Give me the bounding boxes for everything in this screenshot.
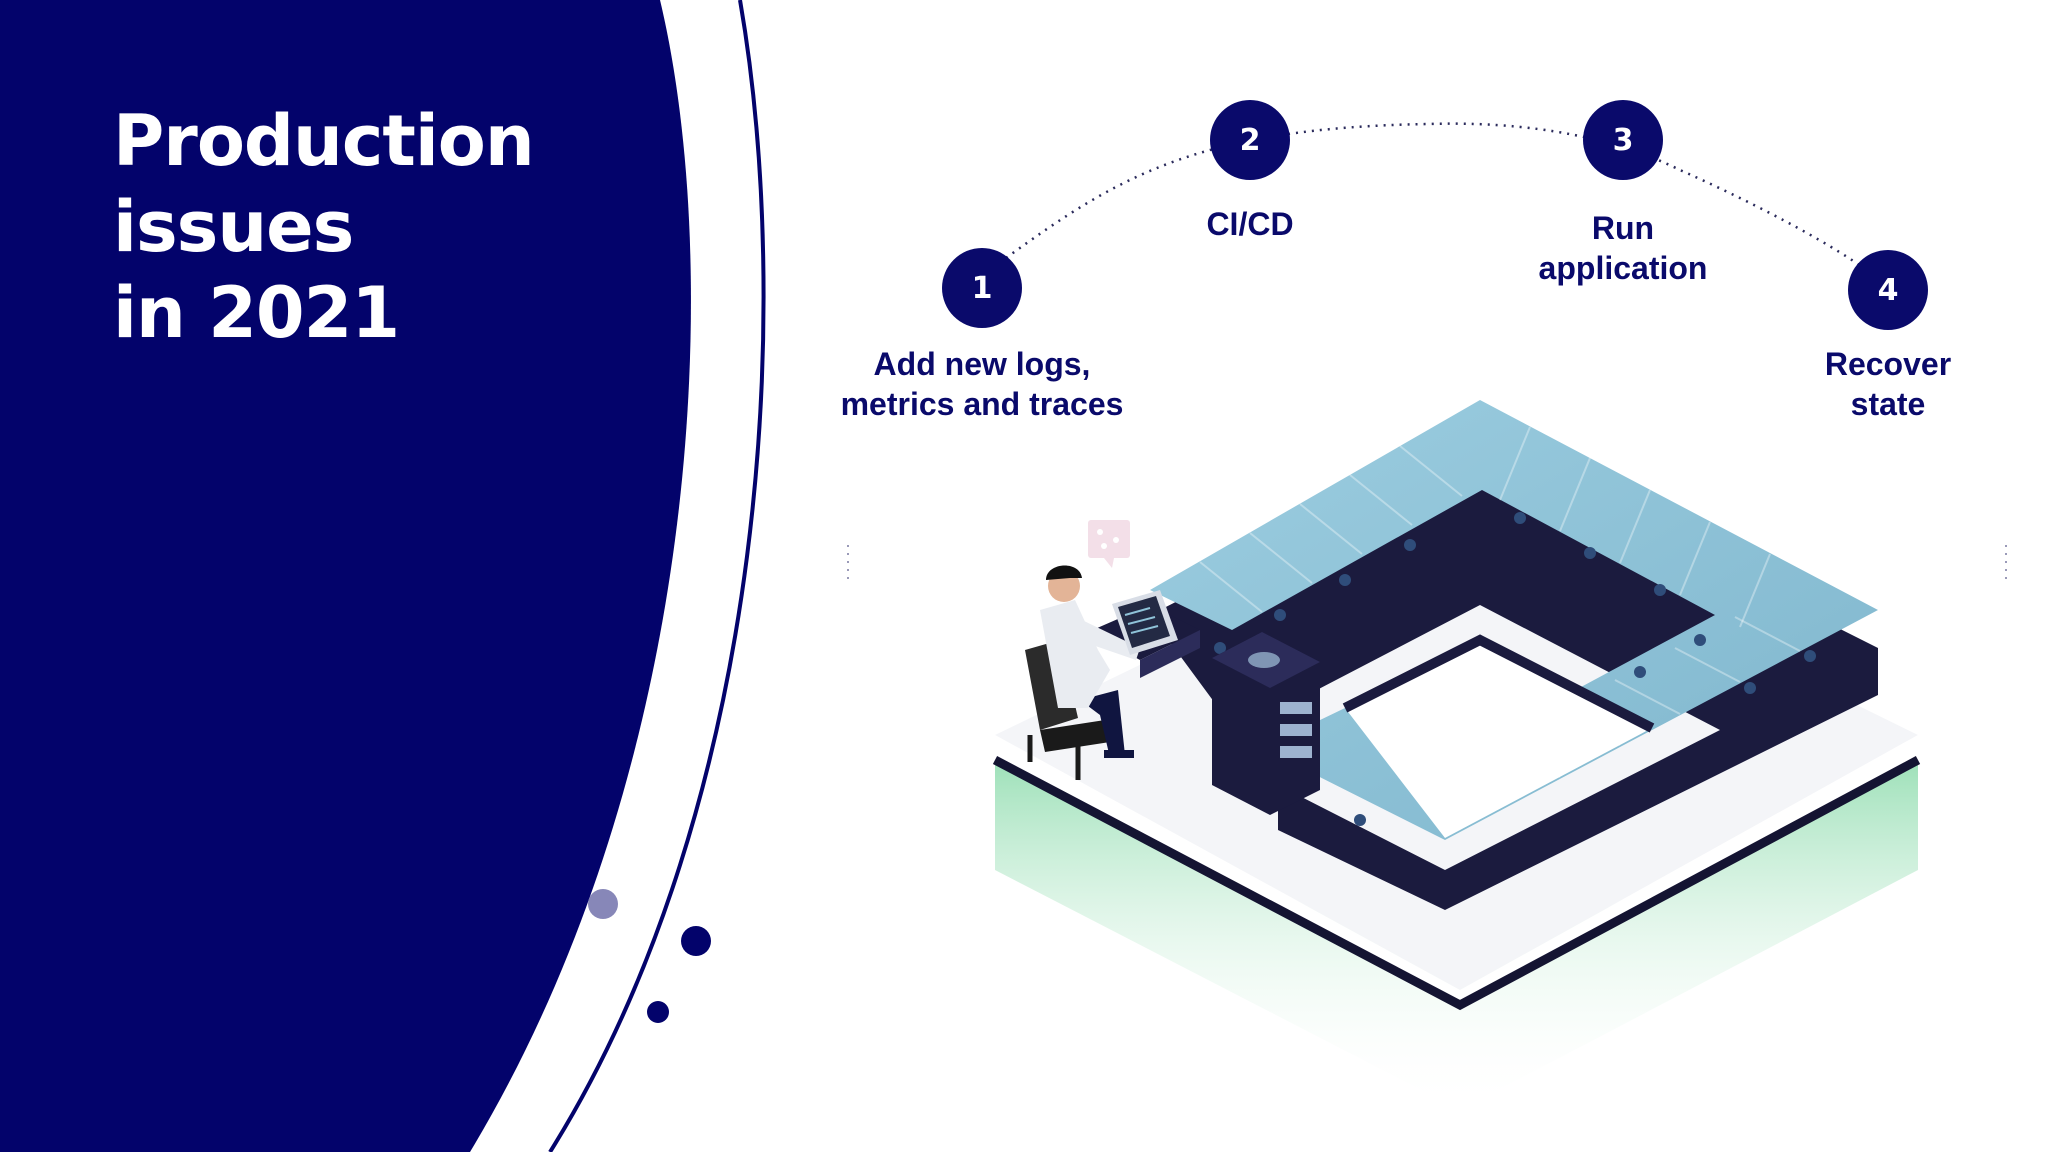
step-4-marker: 4 — [1848, 250, 1928, 330]
step-2-marker: 2 — [1210, 100, 1290, 180]
step-4-label: Recover state — [1718, 344, 2048, 424]
step-label-line: Recover — [1824, 346, 1952, 382]
decor-dot — [588, 889, 618, 919]
step-1-label: Add new logs, metrics and traces — [812, 344, 1152, 424]
slide-title: Production issues in 2021 — [113, 98, 535, 356]
conveyor-belt — [1150, 400, 1878, 840]
step-label-line: Add new logs, — [873, 346, 1091, 382]
step-label-line: CI/CD — [1206, 206, 1294, 242]
chat-bubble-icon — [1088, 520, 1130, 568]
conveyor-illustration — [992, 400, 1921, 1110]
step-2-label: CI/CD — [1080, 204, 1420, 244]
laptop — [1112, 590, 1178, 655]
step-label-line: metrics and traces — [840, 386, 1124, 422]
navy-panel — [0, 0, 691, 1152]
accent-arc — [548, 0, 766, 1152]
title-line: in 2021 — [113, 272, 400, 354]
decor-dot — [647, 1001, 669, 1023]
decor-dot — [681, 926, 711, 956]
title-line: Production — [113, 100, 535, 182]
step-label-line: application — [1538, 250, 1708, 286]
developer-figure — [1025, 565, 1140, 780]
step-3-marker: 3 — [1583, 100, 1663, 180]
step-3-label: Run application — [1453, 208, 1793, 288]
server-rack — [1212, 632, 1320, 815]
step-label-line: Run — [1591, 210, 1655, 246]
title-line: issues — [113, 186, 354, 268]
step-label-line: state — [1850, 386, 1926, 422]
step-1-marker: 1 — [942, 248, 1022, 328]
